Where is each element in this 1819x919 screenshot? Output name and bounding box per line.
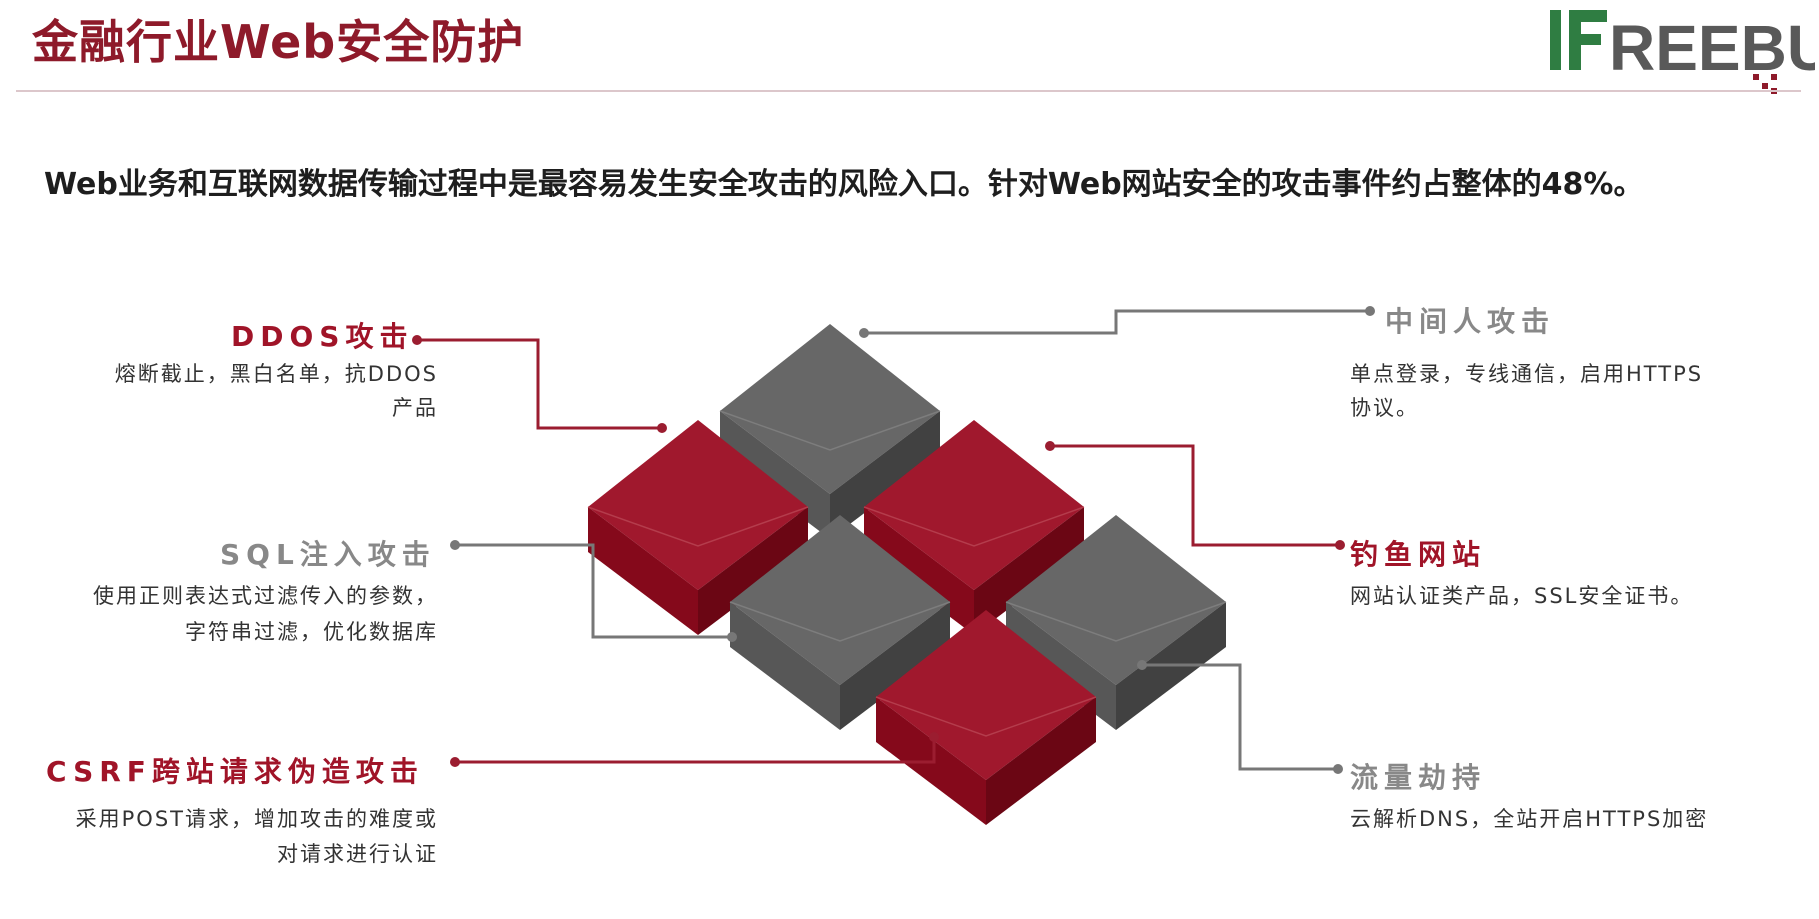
logo-bar: [1550, 10, 1561, 70]
connector-hijack: [1142, 663, 1338, 771]
logo-text: REEBUF: [1609, 12, 1815, 84]
dot-ddos-label: [412, 335, 422, 345]
dot-hijack-cube: [1137, 660, 1147, 670]
ddos-title: DDOS攻击: [231, 320, 414, 353]
mitm-desc-line1: 单点登录，专线通信，启用HTTPS: [1350, 362, 1704, 386]
dot-hijack-label: [1333, 764, 1343, 774]
connector-sql: [455, 543, 732, 639]
dot-csrf-cube: [929, 732, 939, 742]
connector-phishing: [1050, 444, 1340, 547]
intro-text: Web业务和互联网数据传输过程中是最容易发生安全攻击的风险入口。针对Web网站安…: [44, 167, 1644, 202]
sql-desc-line1: 使用正则表达式过滤传入的参数，: [93, 584, 438, 608]
phishing-desc: 网站认证类产品，SSL安全证书。: [1350, 584, 1694, 608]
dot-mitm-label: [1365, 306, 1375, 316]
dot-mitm-cube: [859, 328, 869, 338]
mitm-title: 中间人攻击: [1385, 305, 1556, 338]
mitm-desc-line2: 协议。: [1350, 396, 1419, 420]
phishing-title: 钓鱼网站: [1350, 538, 1487, 571]
ddos-desc-line1: 熔断截止，黑白名单，抗DDOS: [114, 362, 438, 386]
dot-phishing-cube: [1045, 441, 1055, 451]
sql-title: SQL注入攻击: [220, 538, 436, 571]
sql-desc-line2: 字符串过滤，优化数据库: [185, 620, 438, 644]
dot-sql-label: [450, 540, 460, 550]
csrf-title: CSRF跨站请求伪造攻击: [46, 755, 424, 788]
csrf-desc-line2: 对请求进行认证: [277, 842, 438, 866]
hijack-desc: 云解析DNS，全站开启HTTPS加密: [1350, 807, 1709, 831]
dot-csrf-label: [450, 757, 460, 767]
logo-f-glyph: [1569, 10, 1607, 70]
ddos-desc-line2: 产品: [392, 396, 438, 420]
page-title: 金融行业Web安全防护: [32, 15, 525, 69]
dot-phishing-label: [1335, 540, 1345, 550]
title-divider: [16, 90, 1801, 92]
dot-ddos-cube: [657, 423, 667, 433]
hijack-title: 流量劫持: [1350, 761, 1487, 794]
csrf-desc-line1: 采用POST请求，增加攻击的难度或: [75, 807, 438, 831]
connector-mitm: [864, 309, 1370, 335]
freebuf-logo: REEBUF: [1550, 10, 1815, 94]
connector-ddos: [417, 338, 662, 430]
connector-csrf: [455, 737, 936, 764]
dot-sql-cube: [727, 632, 737, 642]
